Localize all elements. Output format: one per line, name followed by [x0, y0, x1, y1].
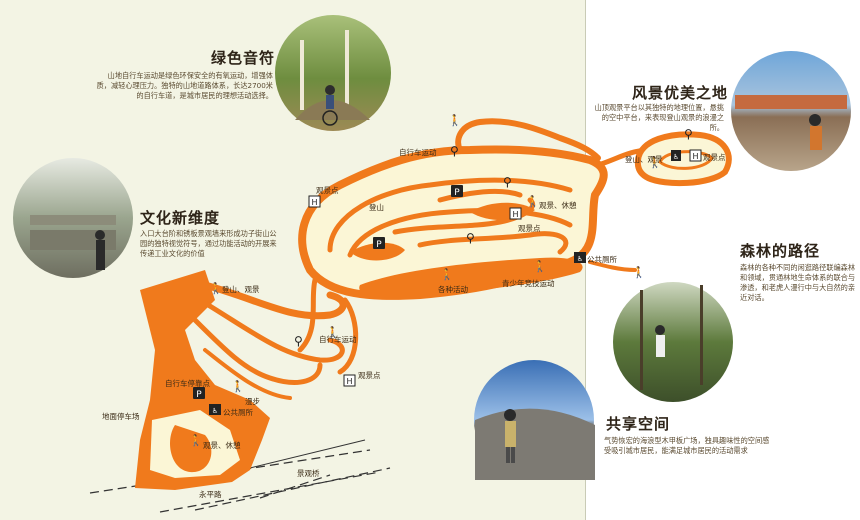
photo-culture [13, 158, 133, 278]
bottom-activity-band [359, 257, 583, 297]
hiker-icon-10: 🚶 [648, 156, 662, 169]
shared-space-title: 共享空间 [606, 415, 671, 433]
scenic-body: 山顶观景平台以其独特的地理位置，悬挑的空中平台，来表现登山观景的浪漫之所。 [594, 103, 724, 132]
viewpoint-icon-2 [509, 207, 522, 220]
photo-shared [474, 360, 595, 480]
toilet-icon-3 [671, 150, 681, 161]
label-bike-1: 自行车运动 [399, 148, 437, 157]
toilet-icon-1 [574, 252, 586, 263]
plaza-inner-lobe [170, 425, 212, 473]
hiker-icon-6: 🚶 [440, 268, 454, 281]
viewpoint-icon-3 [343, 374, 356, 387]
culture-title: 文化新维度 [140, 209, 221, 227]
label-youth-sports: 青少年竞技运动 [502, 279, 555, 288]
bridge-line [249, 439, 366, 469]
label-climb: 登山 [369, 203, 384, 212]
svg-text:♿: ♿ [673, 153, 679, 161]
trail-to-top [455, 118, 601, 161]
label-top-climb-view: 登山、观景 [625, 155, 663, 164]
label-road: 永平路 [199, 490, 222, 499]
hiker-icon-9: 🚶 [231, 380, 245, 393]
svg-text:P: P [454, 188, 460, 198]
connecting-paths [192, 277, 359, 400]
hiker-icon-3: 🚶 [209, 282, 223, 295]
label-top-viewpoint: 观景点 [703, 153, 726, 162]
parking-icon-3 [193, 387, 205, 399]
label-viewpoint-3: 观景点 [358, 371, 381, 380]
hiker-icon-2: 🚶 [526, 195, 540, 208]
culture-body: 入口大台阶和锈板景观墙来形成功子街山公园的独特视觉符号，通过功能活动的开展来传递… [140, 229, 277, 258]
bike-icon-5: ⚲ [684, 127, 693, 141]
green-notes-body: 山地自行车运动是绿色环保安全的有氧运动，增强体质，减轻心理压力。独特的山地道路体… [96, 71, 273, 100]
hiker-icon-5: 🚶 [189, 434, 203, 447]
orange-terrace-1 [350, 242, 405, 261]
parking-icon-1 [451, 185, 463, 197]
hiker-icon-1: 🚶 [448, 114, 462, 127]
viewpoint-icon-4 [689, 149, 702, 162]
svg-text:P: P [196, 390, 202, 400]
label-view-rest-1: 观景、休憩 [539, 201, 577, 210]
scenic-title: 风景优美之地 [632, 84, 729, 102]
green-notes-title: 绿色音符 [211, 49, 276, 67]
svg-text:P: P [376, 240, 382, 250]
svg-text:H: H [346, 377, 352, 386]
forest-title: 森林的路径 [740, 242, 821, 260]
photo-forest [613, 282, 733, 402]
bike-icon-4: ⚲ [294, 334, 303, 348]
label-climb-view: 登山、观景 [222, 285, 260, 294]
label-viewpoint-1: 观景点 [316, 186, 339, 195]
bike-icon-3: ⚲ [466, 231, 475, 245]
svg-text:H: H [692, 152, 698, 161]
bike-icon-1: ⚲ [450, 144, 459, 158]
viewing-platform-shape [634, 131, 732, 187]
hiker-icon-7: 🚶 [533, 260, 547, 273]
label-bike-parking: 自行车停靠点 [165, 379, 210, 388]
hiker-icon-8: 🚶 [632, 266, 646, 279]
svg-text:♿: ♿ [212, 407, 218, 415]
hiker-icon-4: 🚶 [326, 326, 340, 339]
label-surface-parking: 地面停车场 [102, 412, 140, 421]
viewing-platform-inner [658, 150, 714, 170]
map-icons: P P P H H H H ♿ ♿ ♿ ⚲ ⚲ ⚲ ⚲ ⚲ 🚶 🚶 [189, 114, 702, 447]
label-viewpoint-2: 观景点 [518, 224, 541, 233]
label-view-rest-2: 观景、休憩 [203, 441, 241, 450]
photo-green-notes [275, 15, 391, 131]
svg-text:H: H [512, 210, 518, 219]
viewpoint-icon-1 [308, 195, 321, 208]
shared-space-body: 气势恢宏的海浪型木甲板广场，独具趣味性的空间感受吸引城市居民，能满足城市居民的活… [604, 436, 770, 455]
svg-text:H: H [311, 198, 317, 207]
label-toilet-2: 公共厕所 [223, 408, 253, 417]
parking-icon-2 [373, 237, 385, 249]
trail-to-forest [588, 260, 637, 272]
svg-text:♿: ♿ [577, 255, 583, 263]
photo-scenic [731, 51, 851, 171]
toilet-icon-2 [209, 404, 221, 415]
forest-body: 森林的各种不同的闲逛路径联编森林和领域，贯通林地生命体系的联合与渗透，和老虎人漫… [740, 263, 856, 302]
label-walk: 漫步 [245, 397, 260, 406]
label-bike-2: 自行车运动 [319, 335, 357, 344]
label-activities: 各种活动 [438, 285, 468, 294]
bike-icon-2: ⚲ [503, 175, 512, 189]
label-toilet-1: 公共厕所 [587, 255, 617, 264]
label-bridge: 景观桥 [297, 469, 320, 478]
